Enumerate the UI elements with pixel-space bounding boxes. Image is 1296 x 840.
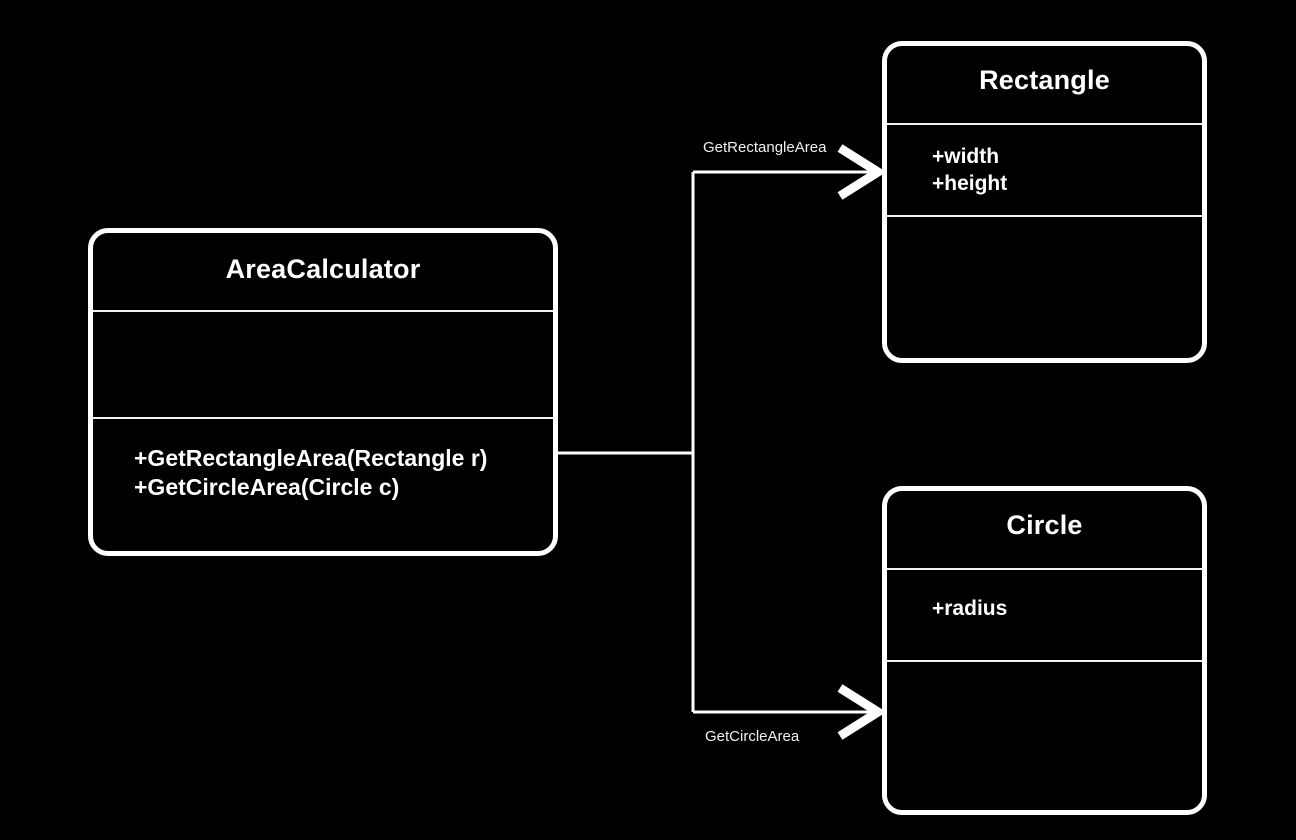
class-title-compartment: Circle <box>887 491 1202 568</box>
class-attributes-compartment: +width +height <box>887 123 1202 215</box>
class-box-circle[interactable]: Circle +radius <box>882 486 1207 815</box>
class-name-rectangle: Rectangle <box>979 65 1110 95</box>
class-name-circle: Circle <box>1006 510 1083 540</box>
edge-label-getrectanglearea: GetRectangleArea <box>703 139 827 156</box>
class-box-areacalculator[interactable]: AreaCalculator +GetRectangleArea(Rectang… <box>88 228 558 556</box>
edge-label-getcirclearea: GetCircleArea <box>705 728 800 745</box>
arrowhead-circle-icon <box>837 684 887 740</box>
class-attributes-areacalculator <box>93 312 553 337</box>
class-methods-areacalculator: +GetRectangleArea(Rectangle r) +GetCircl… <box>134 445 488 500</box>
class-title-compartment: AreaCalculator <box>93 233 553 310</box>
class-attributes-compartment <box>93 310 553 417</box>
class-methods-rectangle <box>887 217 1202 235</box>
arrowhead-rectangle-icon <box>837 144 887 200</box>
class-box-rectangle[interactable]: Rectangle +width +height <box>882 41 1207 363</box>
class-methods-compartment <box>887 660 1202 810</box>
class-attributes-circle: +radius <box>932 597 1008 620</box>
class-attributes-compartment: +radius <box>887 568 1202 660</box>
class-methods-compartment: +GetRectangleArea(Rectangle r) +GetCircl… <box>93 417 553 551</box>
class-title-compartment: Rectangle <box>887 46 1202 123</box>
class-methods-circle <box>887 662 1202 687</box>
class-methods-compartment <box>887 215 1202 358</box>
class-attributes-rectangle: +width +height <box>932 145 1008 195</box>
class-name-areacalculator: AreaCalculator <box>225 254 421 284</box>
